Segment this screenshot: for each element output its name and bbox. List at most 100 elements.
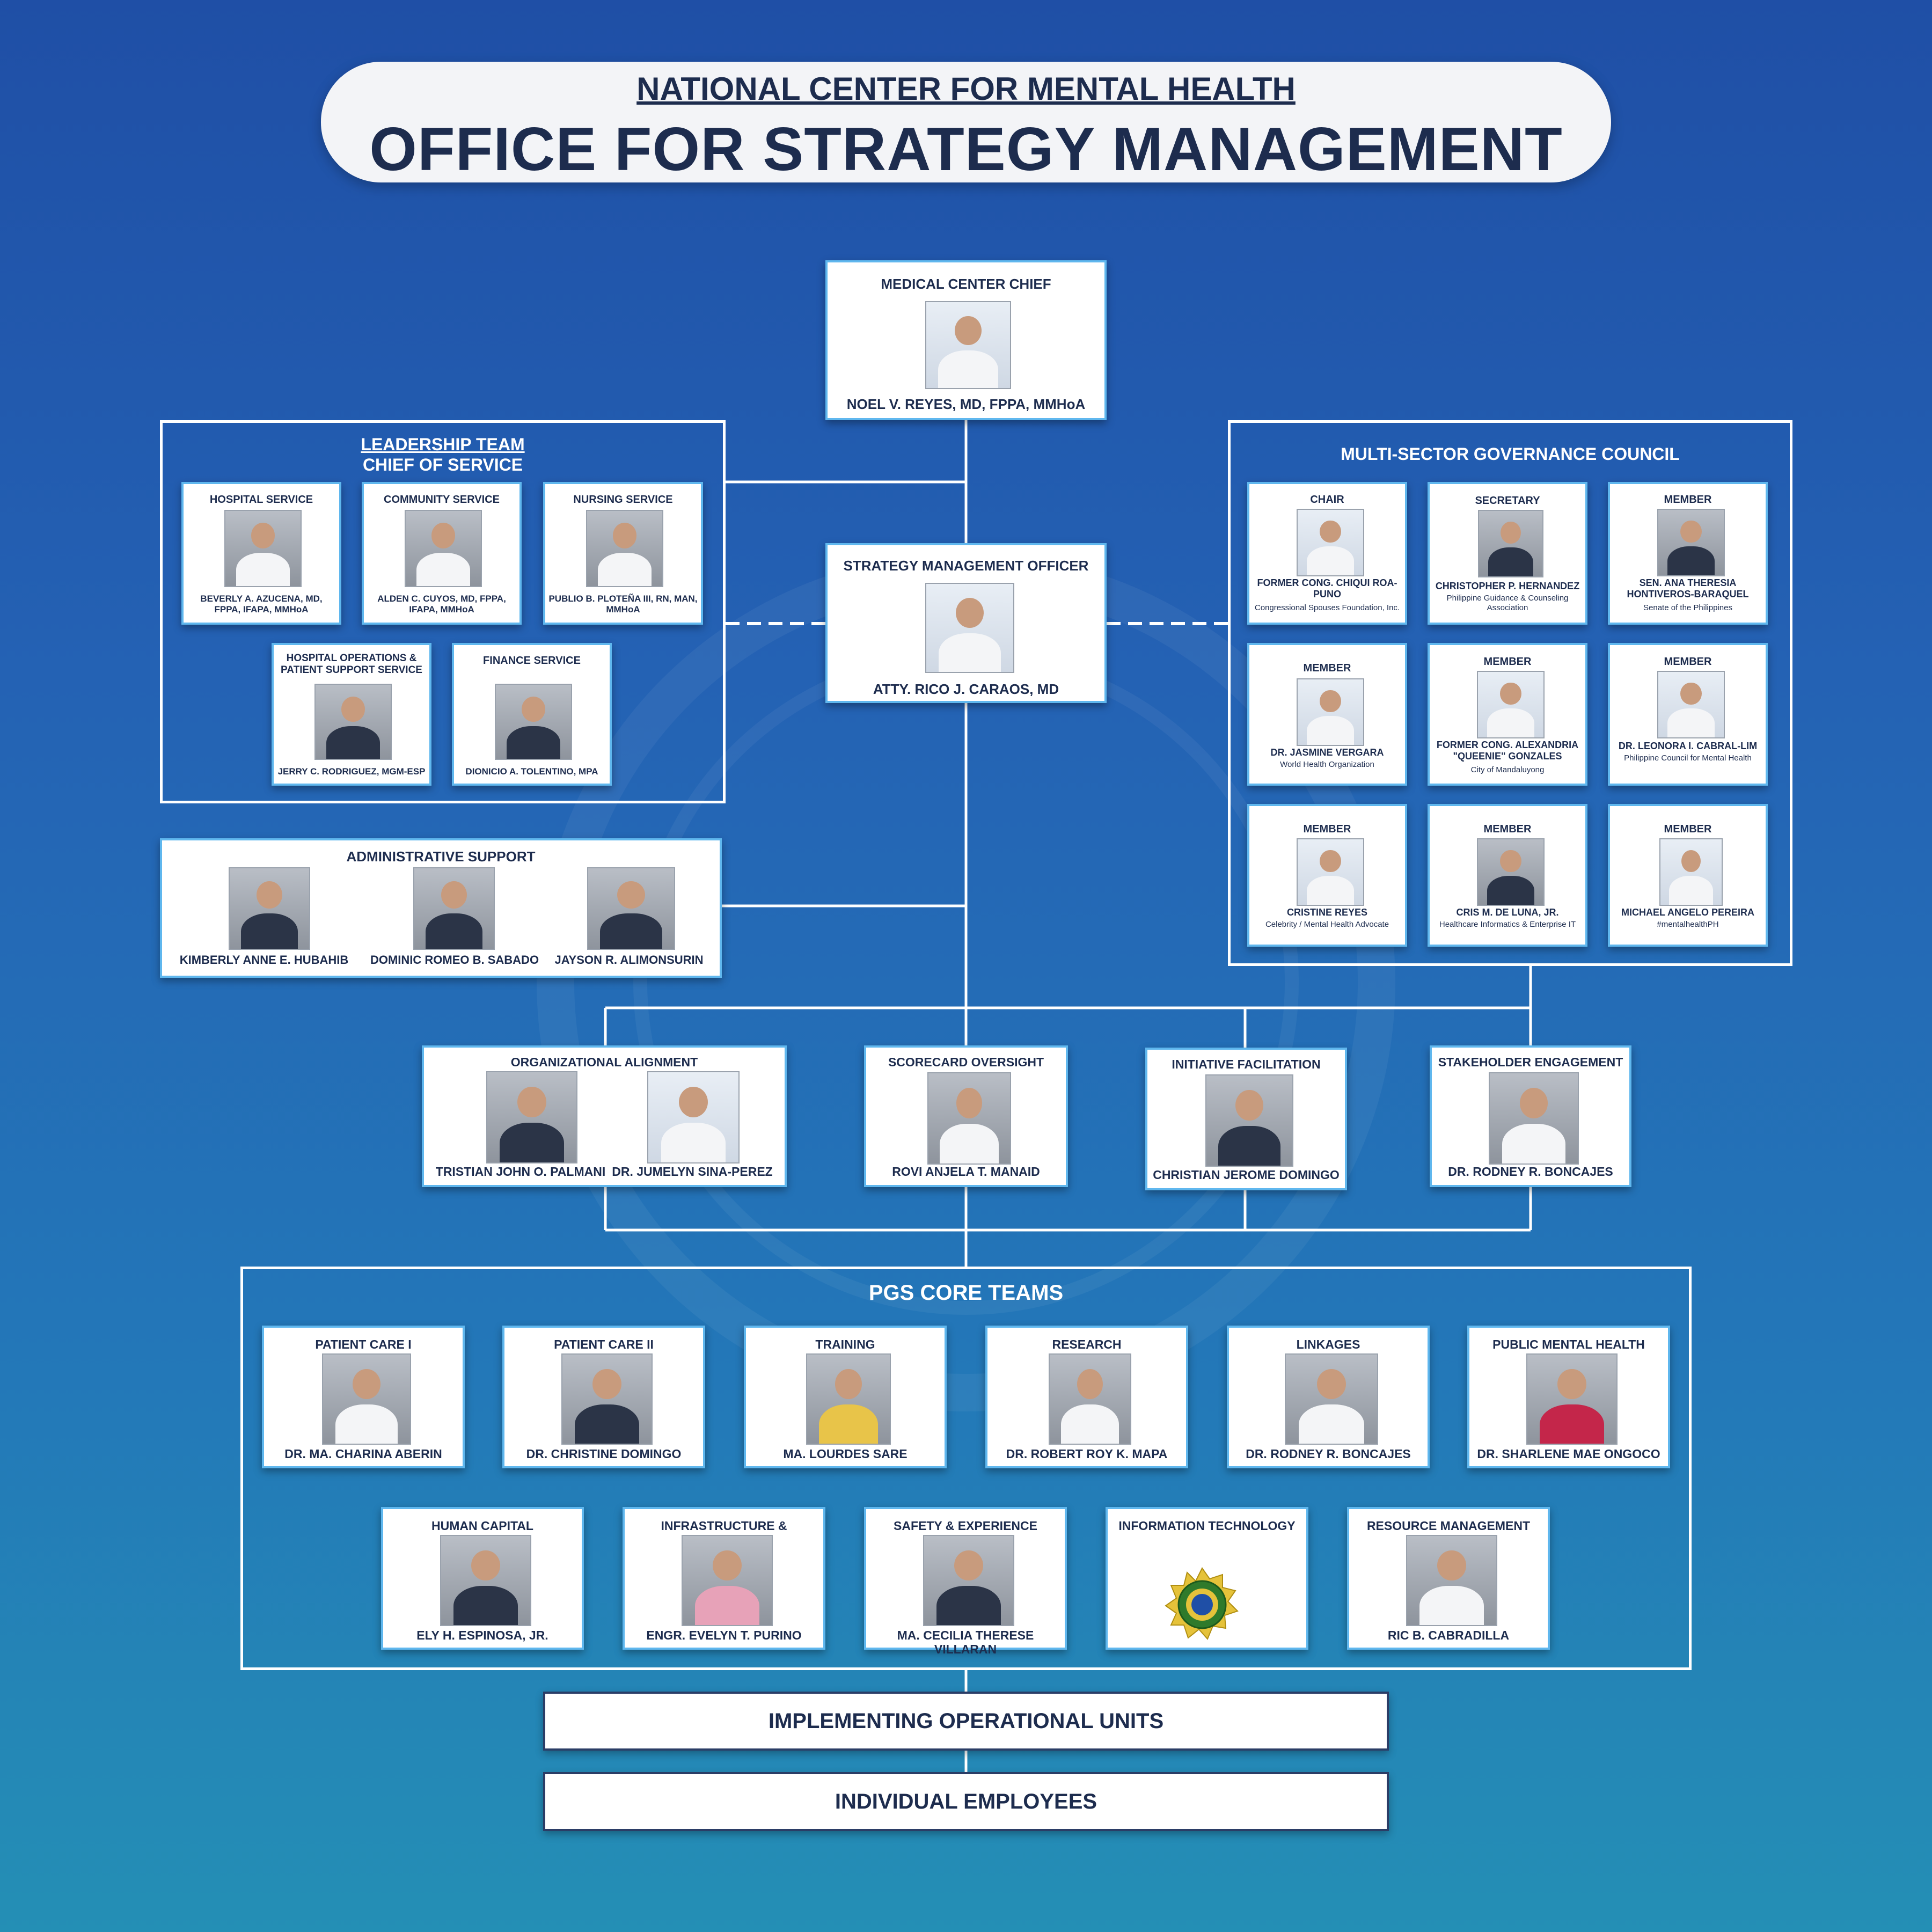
council-role: MEMBER <box>1664 656 1712 668</box>
council-role: MEMBER <box>1303 662 1351 674</box>
member-photo <box>440 1535 531 1626</box>
leadership-card: HOSPITAL SERVICE BEVERLY A. AZUCENA, MD,… <box>181 482 341 625</box>
member-photo <box>682 1535 773 1626</box>
pgs-team-card: SAFETY & EXPERIENCE MA. CECILIA THERESE … <box>864 1507 1067 1656</box>
leadership-subtitle: CHIEF OF SERVICE <box>362 455 523 474</box>
pgs-team-name: DR. MA. CHARINA ABERIN <box>284 1447 442 1461</box>
council-role: CHAIR <box>1310 494 1344 506</box>
org-name: NATIONAL CENTER FOR MENTAL HEALTH <box>636 71 1296 107</box>
pgs-team-role: RESEARCH <box>1052 1337 1122 1351</box>
chief-card: MEDICAL CENTER CHIEF NOEL V. REYES, MD, … <box>825 260 1107 420</box>
individual-employees-bar: INDIVIDUAL EMPLOYEES <box>543 1772 1389 1831</box>
council-org: Congressional Spouses Foundation, Inc. <box>1254 603 1400 612</box>
council-org: Celebrity / Mental Health Advocate <box>1265 920 1389 929</box>
council-org: Healthcare Informatics & Enterprise IT <box>1439 920 1576 929</box>
member-photo <box>1657 671 1725 738</box>
council-role: MEMBER <box>1664 823 1712 835</box>
chief-title: MEDICAL CENTER CHIEF <box>881 276 1051 292</box>
unit-title: ORGANIZATIONAL ALIGNMENT <box>510 1055 698 1069</box>
council-name: DR. LEONORA I. CABRAL-LIM <box>1618 741 1758 751</box>
council-role: MEMBER <box>1483 656 1532 668</box>
pgs-core-teams-frame: PGS CORE TEAMS <box>240 1267 1692 1670</box>
member-photo <box>413 867 495 950</box>
admin-name: KIMBERLY ANNE E. HUBAHIB <box>179 953 349 967</box>
pgs-team-role: SAFETY & EXPERIENCE <box>894 1519 1037 1533</box>
council-card: MEMBER SEN. ANA THERESIA HONTIVEROS-BARA… <box>1608 482 1768 625</box>
leadership-name: DIONICIO A. TOLENTINO, MPA <box>465 766 598 777</box>
member-photo <box>1297 678 1364 746</box>
leadership-card: COMMUNITY SERVICE ALDEN C. CUYOS, MD, FP… <box>362 482 522 625</box>
council-name: FORMER CONG. CHIQUI ROA-PUNO <box>1257 577 1397 599</box>
member-photo <box>927 1072 1011 1165</box>
member-photo <box>1659 838 1723 906</box>
council-card: CHAIR FORMER CONG. CHIQUI ROA-PUNO Congr… <box>1247 482 1407 625</box>
header-banner: NATIONAL CENTER FOR MENTAL HEALTH OFFICE… <box>321 62 1611 184</box>
leadership-name: BEVERLY A. AZUCENA, MD, FPPA, IFAPA, MMH… <box>200 594 323 614</box>
council-card: MEMBER DR. JASMINE VERGARA World Health … <box>1247 643 1407 786</box>
council-title: MULTI-SECTOR GOVERNANCE COUNCIL <box>1341 444 1680 464</box>
smo-photo <box>925 583 1014 673</box>
smo-card: STRATEGY MANAGEMENT OFFICER ATTY. RICO J… <box>825 543 1107 703</box>
council-name: DR. JASMINE VERGARA <box>1270 747 1384 758</box>
council-name: CHRISTOPHER P. HERNANDEZ <box>1435 581 1580 591</box>
pgs-team-card: PATIENT CARE II DR. CHRISTINE DOMINGO <box>502 1326 705 1468</box>
council-name: MICHAEL ANGELO PEREIRA <box>1621 907 1755 918</box>
organizational-alignment-card: ORGANIZATIONAL ALIGNMENT TRISTIAN JOHN O… <box>422 1045 787 1187</box>
council-card: MEMBER MICHAEL ANGELO PEREIRA #mentalhea… <box>1608 804 1768 947</box>
member-photo <box>587 867 675 950</box>
implementing-units-bar: IMPLEMENTING OPERATIONAL UNITS <box>543 1692 1389 1751</box>
leadership-name: PUBLIO B. PLOTEÑA III, RN, MAN, MMHoA <box>548 594 698 614</box>
member-photo <box>1489 1072 1579 1165</box>
council-org: World Health Organization <box>1280 760 1374 769</box>
leadership-card: HOSPITAL OPERATIONS & PATIENT SUPPORT SE… <box>272 643 431 786</box>
member-photo <box>1285 1353 1378 1445</box>
pgs-team-name: MA. LOURDES SARE <box>783 1447 908 1461</box>
council-card: SECRETARY CHRISTOPHER P. HERNANDEZ Phili… <box>1428 482 1587 625</box>
council-org: Senate of the Philippines <box>1643 603 1732 612</box>
pgs-team-card: LINKAGES DR. RODNEY R. BONCAJES <box>1227 1326 1430 1468</box>
smo-name: ATTY. RICO J. CARAOS, MD <box>873 681 1059 697</box>
council-name: CRISTINE REYES <box>1286 907 1368 918</box>
pgs-title: PGS CORE TEAMS <box>868 1281 1064 1305</box>
pgs-team-name: ELY H. ESPINOSA, JR. <box>416 1628 548 1642</box>
pgs-team-role: HUMAN CAPITAL <box>431 1519 533 1533</box>
council-org: Philippine Council for Mental Health <box>1624 753 1752 763</box>
pgs-team-card: TRAINING MA. LOURDES SARE <box>744 1326 947 1468</box>
admin-name: DOMINIC ROMEO B. SABADO <box>370 953 539 967</box>
member-photo <box>561 1353 653 1445</box>
pgs-team-role: LINKAGES <box>1296 1337 1360 1351</box>
council-name: CRIS M. DE LUNA, JR. <box>1456 907 1559 918</box>
leadership-role: HOSPITAL SERVICE <box>209 494 313 506</box>
pgs-team-role: PATIENT CARE I <box>315 1337 412 1351</box>
unit-title: STAKEHOLDER ENGAGEMENT <box>1438 1055 1623 1069</box>
council-role: SECRETARY <box>1475 495 1540 507</box>
leadership-card: FINANCE SERVICE DIONICIO A. TOLENTINO, M… <box>452 643 612 786</box>
pgs-team-name: DR. SHARLENE MAE ONGOCO <box>1477 1447 1660 1461</box>
member-photo <box>224 510 302 587</box>
member-photo <box>1297 838 1364 906</box>
council-org: City of Mandaluyong <box>1470 765 1545 774</box>
leadership-name: JERRY C. RODRIGUEZ, MGM-ESP <box>277 766 426 777</box>
leadership-card: NURSING SERVICE PUBLIO B. PLOTEÑA III, R… <box>543 482 703 625</box>
pgs-team-card: INFRASTRUCTURE & EQUIPMENT ENGR. EVELYN … <box>623 1507 825 1650</box>
pgs-team-card: PATIENT CARE I DR. MA. CHARINA ABERIN <box>262 1326 465 1468</box>
pgs-team-name: DR. ROBERT ROY K. MAPA <box>1006 1447 1168 1461</box>
admin-title: ADMINISTRATIVE SUPPORT <box>346 848 536 865</box>
member-photo <box>806 1353 891 1445</box>
pgs-team-card: HUMAN CAPITAL ELY H. ESPINOSA, JR. <box>381 1507 584 1650</box>
council-card: MEMBER CRISTINE REYES Celebrity / Mental… <box>1247 804 1407 947</box>
council-name: SEN. ANA THERESIA HONTIVEROS-BARAQUEL <box>1627 577 1749 599</box>
unit-member-name: ROVI ANJELA T. MANAID <box>892 1165 1040 1179</box>
council-name: FORMER CONG. ALEXANDRIA "QUEENIE" GONZAL… <box>1436 740 1579 762</box>
member-photo <box>1526 1353 1618 1445</box>
pgs-team-name: RIC B. CABRADILLA <box>1387 1628 1510 1642</box>
council-org: Philippine Guidance & Counseling Associa… <box>1446 594 1569 612</box>
member-photo <box>1477 671 1545 738</box>
pgs-team-card: RESEARCH DR. ROBERT ROY K. MAPA <box>985 1326 1188 1468</box>
unit-member-name: DR. RODNEY R. BONCAJES <box>1448 1165 1613 1179</box>
pgs-team-name: DR. CHRISTINE DOMINGO <box>526 1447 682 1461</box>
member-photo <box>1478 510 1543 577</box>
council-card: MEMBER DR. LEONORA I. CABRAL-LIM Philipp… <box>1608 643 1768 786</box>
admin-support-card: ADMINISTRATIVE SUPPORT KIMBERLY ANNE E. … <box>160 838 722 978</box>
